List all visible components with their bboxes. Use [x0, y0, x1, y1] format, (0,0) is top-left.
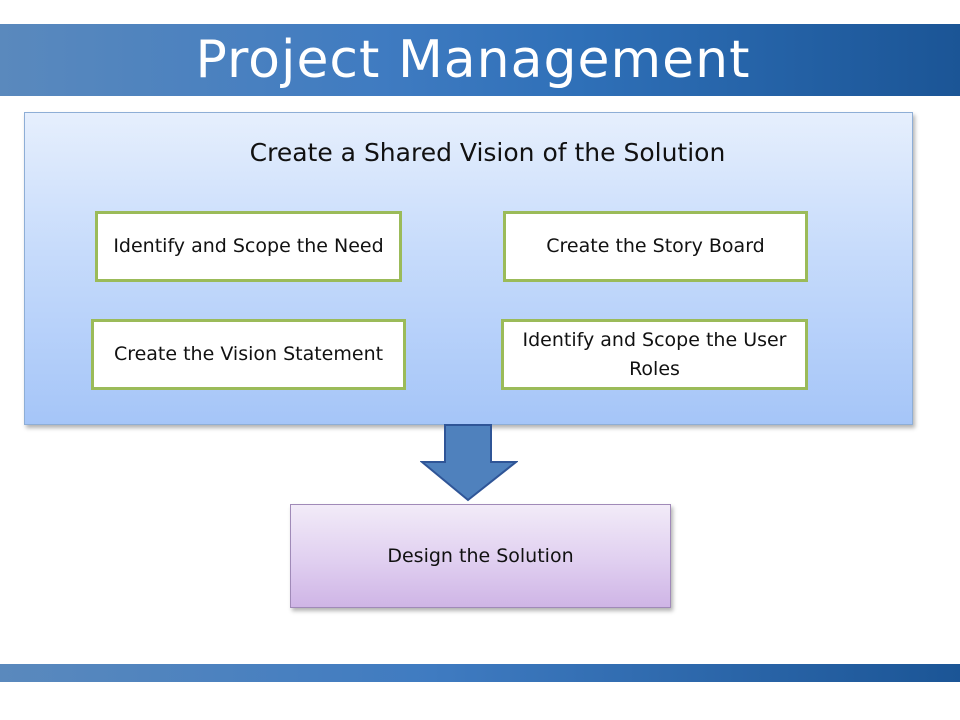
down-arrow-shape — [420, 424, 518, 502]
vision-panel-title: Create a Shared Vision of the Solution — [249, 138, 726, 167]
slide-title: Project Management — [195, 30, 751, 90]
bottom-band — [0, 664, 960, 682]
down-arrow-icon — [420, 424, 518, 502]
title-band — [0, 24, 960, 96]
step-identify-need: Identify and Scope the Need — [95, 211, 402, 282]
design-solution-box: Design the Solution — [290, 504, 671, 608]
step-story-board: Create the Story Board — [503, 211, 808, 282]
step-vision-statement: Create the Vision Statement — [91, 319, 406, 390]
step-user-roles: Identify and Scope the User Roles — [501, 319, 808, 390]
